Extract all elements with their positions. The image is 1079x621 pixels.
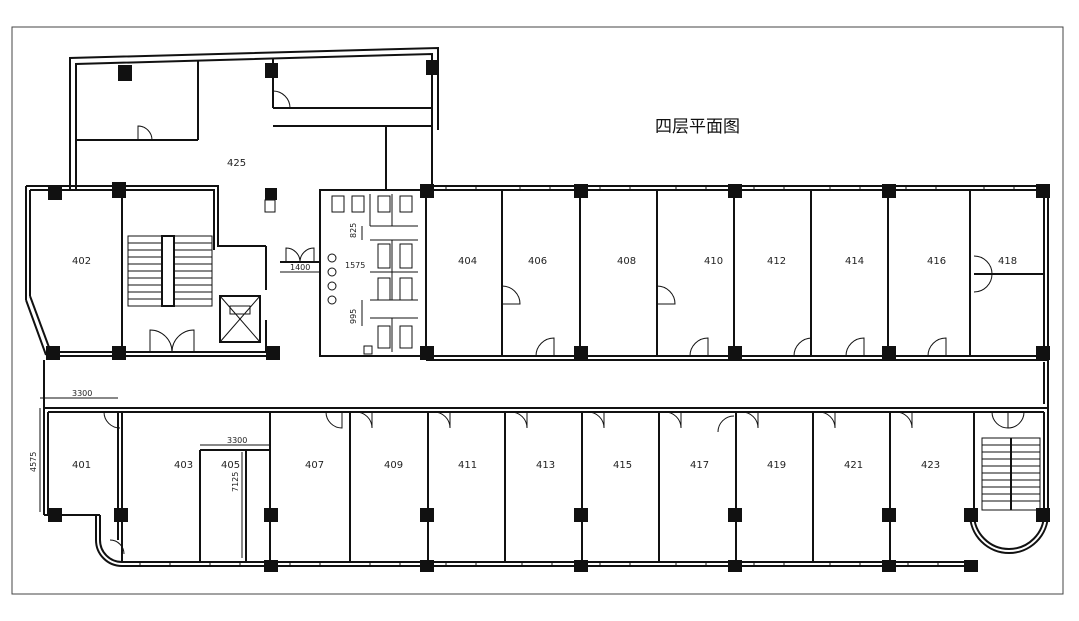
- room-404-label: 404: [458, 256, 477, 267]
- room-408-label: 408: [617, 256, 636, 267]
- dim-995-label: 995: [349, 309, 358, 324]
- room-405-label: 405: [221, 460, 240, 471]
- room-410-label: 410: [704, 256, 723, 267]
- room-425-label: 425: [227, 158, 246, 169]
- room-414-label: 414: [845, 256, 864, 267]
- dim-3300-left-label: 3300: [72, 389, 92, 398]
- room-402-label: 402: [72, 256, 91, 267]
- dim-4575-label: 4575: [29, 452, 38, 472]
- wing-425: [69, 46, 439, 213]
- room-417-label: 417: [690, 460, 709, 471]
- room-418-label: 418: [998, 256, 1017, 267]
- room-421-label: 421: [844, 460, 863, 471]
- room-416-label: 416: [927, 256, 946, 267]
- dimension-lines: [39, 226, 363, 558]
- toilet-block: [319, 189, 427, 357]
- south-rooms-partitions: [103, 411, 1025, 567]
- plan-title: 四层平面图: [655, 117, 740, 137]
- dim-1575-label: 1575: [345, 261, 365, 270]
- dim-1400-label: 1400: [290, 263, 310, 272]
- room-406-label: 406: [528, 256, 547, 267]
- elevator-lobby: [219, 246, 320, 352]
- room-407-label: 407: [305, 460, 324, 471]
- room-413-label: 413: [536, 460, 555, 471]
- staircase-left: [127, 235, 213, 353]
- room-412-label: 412: [767, 256, 786, 267]
- north-rooms-partitions: [445, 185, 1044, 357]
- room-401-label: 401: [72, 460, 91, 471]
- dim-7125-label: 7125: [231, 472, 240, 492]
- room-415-label: 415: [613, 460, 632, 471]
- room-403-label: 403: [174, 460, 193, 471]
- columns: [46, 60, 1050, 572]
- drawing-border: [11, 26, 1064, 595]
- dim-825-label: 825: [349, 223, 358, 238]
- room-409-label: 409: [384, 460, 403, 471]
- dim-3300-right-label: 3300: [227, 436, 247, 445]
- staircase-right: [981, 437, 1041, 511]
- room-419-label: 419: [767, 460, 786, 471]
- room-423-label: 423: [921, 460, 940, 471]
- room-411-label: 411: [458, 460, 477, 471]
